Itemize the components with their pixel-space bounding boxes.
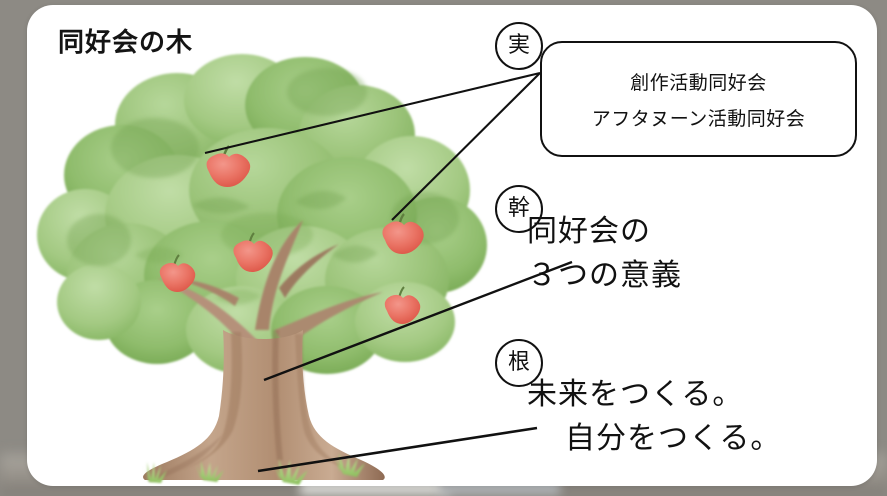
marker-fruit-label: 実 [507,33,530,58]
callout-line-2: アフタヌーン活動同好会 [591,107,806,130]
root-text-line-1: 未来をつくる。 [527,377,744,412]
marker-root-label: 根 [507,350,530,375]
apple [233,232,273,272]
root-text-block: 未来をつくる。 自分をつくる。 [527,373,781,460]
marker-trunk-label: 幹 [507,196,530,221]
marker-trunk: 幹 [495,185,543,233]
trunk-text-line-1: 同好会の [527,214,651,249]
slide-card: 同好会の木 [27,5,877,486]
trunk-text-line-2: ３つの意義 [527,257,682,293]
page-title: 同好会の木 [58,28,194,58]
root-text-line-2: 自分をつくる。 [565,420,782,456]
trunk-text-block: 同好会の ３つの意義 [527,210,682,297]
apple-tree-illustration [27,30,497,486]
callout-box-fruit: 創作活動同好会 アフタヌーン活動同好会 [540,41,857,157]
marker-fruit: 実 [495,22,543,70]
apple [159,254,196,292]
callout-line-1: 創作活動同好会 [630,71,767,94]
marker-root: 根 [495,339,543,387]
